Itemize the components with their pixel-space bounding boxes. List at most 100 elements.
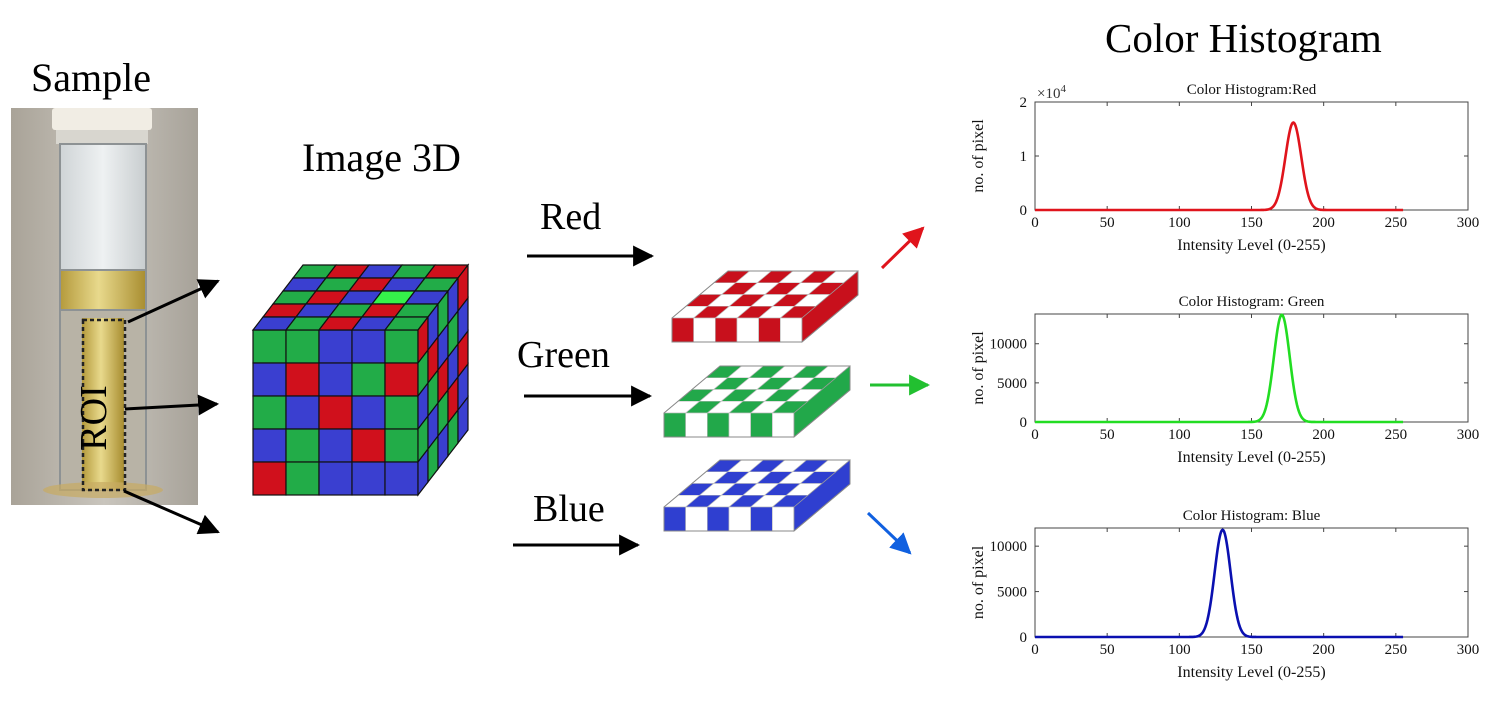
histogram-line	[1035, 121, 1404, 212]
channel-label-red: Red	[540, 196, 602, 238]
cube-front-cell	[384, 362, 419, 397]
layer-front-cell	[671, 317, 694, 343]
cube-side-cell	[457, 395, 469, 445]
x-tick-label: 200	[1312, 427, 1335, 443]
layer-front-cell	[772, 412, 795, 438]
cube-front-cell	[252, 395, 287, 430]
layer-red	[671, 270, 859, 343]
layer-front-cell	[736, 317, 759, 343]
layer-front-cell	[728, 506, 751, 532]
histogram-line	[1035, 313, 1404, 424]
cube-front-cell	[318, 461, 353, 496]
plot-area	[1034, 101, 1469, 211]
layer-green	[663, 365, 851, 438]
cube-front-cell	[351, 428, 386, 463]
cube-front-cell	[384, 461, 419, 496]
cube-front-cell	[252, 461, 287, 496]
layer-front-cell	[663, 412, 686, 438]
x-tick-label: 250	[1385, 215, 1408, 231]
y-tick-label: 5000	[997, 376, 1027, 392]
layer-front-cell	[707, 506, 730, 532]
chart-title: Color Histogram:Red	[1187, 82, 1317, 98]
layer-outline	[663, 365, 851, 438]
arrow-to-blue-histogram	[866, 511, 912, 555]
histogram-line	[1035, 528, 1404, 639]
plot-area	[1034, 527, 1469, 638]
layer-front-cell	[707, 412, 730, 438]
layer-front-cell	[685, 506, 708, 532]
x-tick-label: 300	[1457, 215, 1480, 231]
histogram-charts: 0 50 100 150 200 250 300 0 1 2 Color Histogram:Red…	[970, 82, 1479, 681]
layer-front-cell	[750, 412, 773, 438]
color-histogram-heading: Color Histogram	[1105, 15, 1382, 61]
channel-label-green: Green	[517, 334, 610, 376]
x-tick-label: 200	[1312, 215, 1335, 231]
layer-outline	[663, 459, 851, 532]
x-tick-label: 300	[1457, 427, 1480, 443]
cube-front-cell	[285, 362, 320, 397]
layer-front-cell	[750, 506, 773, 532]
x-tick-label: 150	[1240, 215, 1263, 231]
y-tick-label: 1	[1020, 149, 1028, 165]
layer-blue	[663, 459, 851, 532]
x-axis-label: Intensity Level (0-255)	[1177, 449, 1325, 466]
cube-front-cell	[351, 395, 386, 430]
x-tick-label: 0	[1031, 427, 1039, 443]
pipeline-diagram: ROI	[11, 108, 931, 556]
cube-front-cell	[252, 428, 287, 463]
layer-front-cell	[728, 412, 751, 438]
cube-front-cell	[285, 461, 320, 496]
cube-front-cell	[351, 362, 386, 397]
x-tick-label: 200	[1312, 642, 1335, 658]
x-tick-label: 250	[1385, 642, 1408, 658]
cube-front-cell	[384, 395, 419, 430]
chart-title: Color Histogram: Green	[1179, 294, 1325, 310]
layer-front-cell	[693, 317, 716, 343]
x-tick-label: 0	[1031, 215, 1039, 231]
cube-front-cell	[384, 428, 419, 463]
image3d-cube	[251, 263, 470, 497]
x-tick-label: 100	[1168, 642, 1191, 658]
x-tick-label: 250	[1385, 427, 1408, 443]
cube-front-cell	[384, 329, 419, 364]
layer-outline	[671, 270, 859, 343]
y-tick-label: 10000	[990, 539, 1028, 555]
y-tick-label: 5000	[997, 585, 1027, 601]
layer-front-cell	[685, 412, 708, 438]
cube-front-cell	[318, 362, 353, 397]
y-exponent: ×104	[1037, 83, 1066, 102]
layer-front-cell	[663, 506, 686, 532]
cube-front-cell	[285, 428, 320, 463]
cube-front-cell	[351, 329, 386, 364]
x-tick-label: 50	[1100, 427, 1115, 443]
y-tick-label: 10000	[990, 337, 1028, 353]
cube-front-cell	[351, 461, 386, 496]
roi-box	[81, 318, 127, 492]
layer-front-cell	[758, 317, 781, 343]
x-tick-label: 100	[1168, 215, 1191, 231]
y-axis-label: no. of pixel	[970, 119, 987, 193]
layer-front-cell	[780, 317, 803, 343]
y-exponent-power: 4	[1060, 83, 1066, 95]
chart-title: Color Histogram: Blue	[1183, 508, 1321, 524]
x-tick-label: 150	[1240, 427, 1263, 443]
cube-front-cell	[252, 329, 287, 364]
x-tick-label: 300	[1457, 642, 1480, 658]
y-axis-label: no. of pixel	[970, 545, 987, 619]
image3d-label: Image 3D	[302, 135, 461, 180]
y-tick-label: 2	[1020, 95, 1028, 111]
sample-label: Sample	[31, 55, 151, 100]
cube-front-cell	[318, 329, 353, 364]
y-tick-label: 0	[1020, 630, 1028, 646]
arrow-to-red-histogram	[880, 226, 925, 270]
arrow-roi-bottom	[123, 489, 220, 535]
y-axis-label: no. of pixel	[970, 331, 987, 405]
x-axis-label: Intensity Level (0-255)	[1177, 664, 1325, 681]
cube-front-cell	[318, 395, 353, 430]
x-tick-label: 50	[1100, 215, 1115, 231]
y-tick-label: 0	[1020, 415, 1028, 431]
arrow-roi-top	[127, 279, 220, 324]
